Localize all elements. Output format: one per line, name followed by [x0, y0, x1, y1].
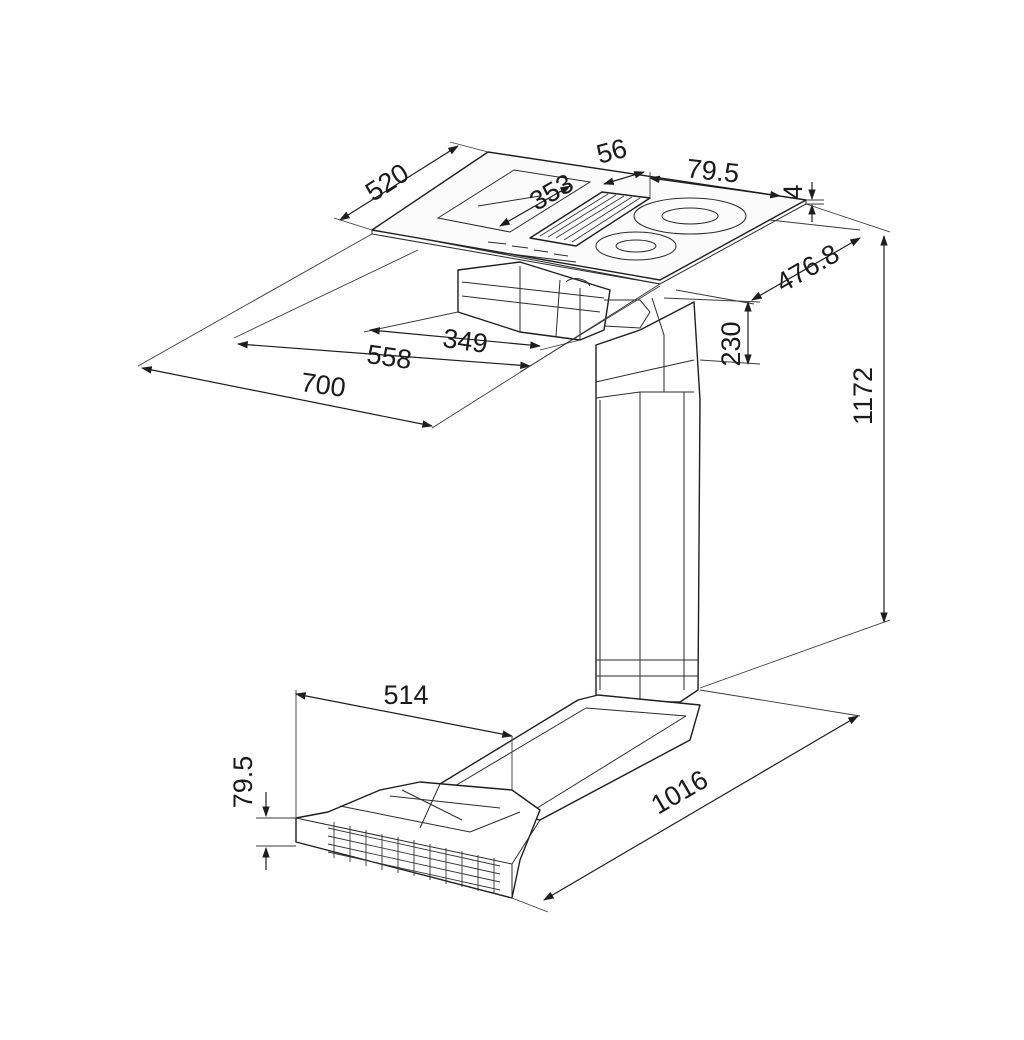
dim-hob-depth: 520 — [360, 158, 414, 208]
dim-plinth-height: 79.5 — [228, 756, 258, 809]
dim-motor-width: 349 — [441, 323, 490, 359]
hob-glass — [371, 151, 807, 285]
dim-cutout-width: 558 — [365, 339, 414, 375]
dim-total-length: 1016 — [646, 764, 713, 820]
dim-cutout-depth: 476.8 — [771, 238, 845, 298]
dim-plinth-depth: 514 — [383, 680, 428, 710]
dim-glass-thickness: 4 — [778, 184, 808, 199]
dimension-lines — [137, 141, 891, 913]
dim-vent-width: 56 — [593, 133, 630, 170]
dim-total-height: 1172 — [848, 367, 878, 425]
hob-assembly — [295, 151, 807, 899]
plinth-diffuser — [295, 781, 541, 899]
dim-right-offset: 79.5 — [685, 153, 740, 188]
touch-controls — [487, 241, 577, 263]
vertical-duct — [595, 297, 701, 703]
motor-housing — [457, 261, 651, 341]
dim-hob-width: 700 — [299, 367, 348, 403]
dim-motor-height: 230 — [716, 321, 746, 366]
plinth-grille — [327, 822, 501, 894]
